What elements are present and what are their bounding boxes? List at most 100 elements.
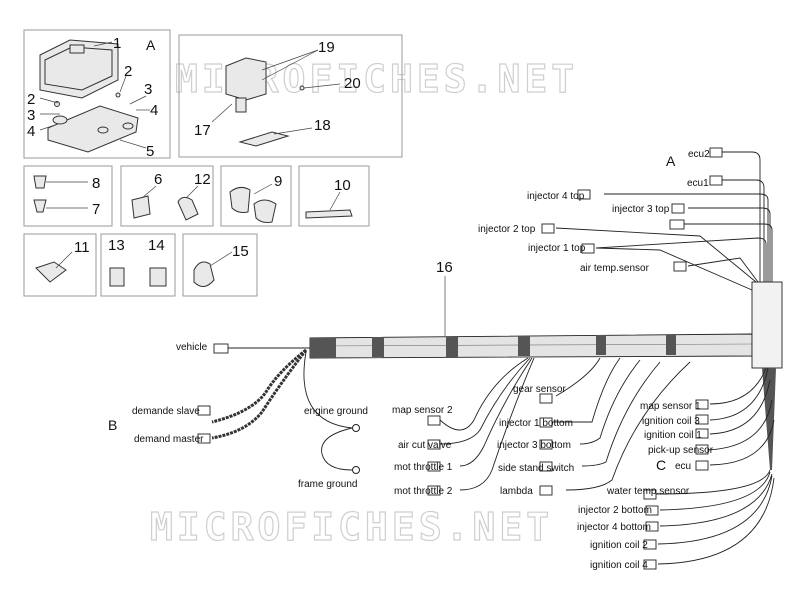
- connector-tag: [197, 405, 211, 416]
- connector-tag: [695, 399, 709, 410]
- label-pick-up-sensor: pick-up sensor: [648, 445, 714, 456]
- connector-labels: ecu2 ecu1 injector 4 top injector 3 top …: [132, 147, 723, 571]
- label-frame-ground: frame ground: [298, 479, 357, 490]
- connector-tag: [213, 343, 229, 354]
- top-branch-wires: [555, 151, 773, 291]
- label-injector-4-bottom: injector 4 bottom: [577, 522, 651, 533]
- panel-parts-7-8: 8 7: [23, 165, 113, 227]
- part-number-17: 17: [194, 122, 211, 139]
- connector-tag: [695, 428, 709, 439]
- connector-tag: [539, 461, 553, 472]
- connector-tag: [709, 175, 723, 186]
- connector-tag: [645, 505, 659, 516]
- connector-tag: [695, 414, 709, 425]
- part-number-3: 3: [27, 107, 35, 124]
- connector-tag: [539, 417, 553, 428]
- label-demande-slave: demande slave: [132, 406, 200, 417]
- label-ignition-coil-3: ignition coil 3: [642, 416, 700, 427]
- connector-tag: [197, 433, 211, 444]
- part-number-1: 1: [113, 35, 121, 52]
- bracket-illustration: [47, 105, 139, 153]
- panel-part-15: 15: [182, 233, 258, 297]
- panel-parts-6-12: 6 12: [120, 165, 214, 227]
- part-number-12: 12: [194, 171, 211, 188]
- part-number-19: 19: [318, 39, 335, 56]
- bottom-branch-wires: [439, 357, 691, 491]
- label-ignition-coil-2: ignition coil 2: [590, 540, 648, 551]
- part-number-15: 15: [232, 243, 249, 260]
- panel-parts-13-14: 13 14: [100, 233, 176, 297]
- watermark-bottom: MICROFICHES.NET: [150, 505, 553, 549]
- label-engine-ground: engine ground: [304, 406, 368, 417]
- label-map-sensor-2: map sensor 2: [392, 405, 453, 416]
- connector-tag: [673, 261, 687, 272]
- part-number-13: 13: [108, 237, 125, 254]
- section-letter-c: C: [656, 457, 666, 473]
- connector-tag: [581, 243, 595, 254]
- part-number-4: 4: [27, 123, 35, 140]
- label-demand-master: demand master: [134, 434, 204, 445]
- connector-tag: [709, 147, 723, 158]
- connector-tag: [427, 485, 441, 496]
- label-lambda: lambda: [500, 486, 533, 497]
- label-water-temp-sensor: water temp.sensor: [606, 486, 690, 497]
- label-mot-throttle-2: mot throttle 2: [394, 486, 453, 497]
- part-number-2: 2: [124, 63, 132, 80]
- label-gear-sensor: gear sensor: [513, 384, 566, 395]
- connector-tag: [643, 539, 657, 550]
- label-map-sensor-1: map sensor 1: [640, 401, 701, 412]
- main-harness: 16: [309, 259, 783, 470]
- label-ecu1: ecu1: [687, 178, 709, 189]
- left-branch-wires: B: [108, 347, 360, 474]
- label-air-cut-valve: air cut valve: [398, 440, 452, 451]
- label-injector-2-bottom: injector 2 bottom: [578, 505, 652, 516]
- part-number-7: 7: [92, 201, 100, 218]
- connector-tag: [645, 521, 659, 532]
- section-letter-a-right: A: [666, 153, 676, 169]
- label-injector-3-bottom: injector 3 bottom: [497, 440, 571, 451]
- connector-tag: [695, 444, 709, 455]
- connector-tag: [539, 485, 553, 496]
- part-number-2: 2: [27, 91, 35, 108]
- panel-ecu-assembly: 1 A 2 3 4 5 2 3 4: [23, 29, 171, 160]
- connector-tag: [427, 461, 441, 472]
- ecu-unit-illustration: [39, 39, 119, 99]
- part-number-4: 4: [150, 102, 158, 119]
- part-number-9: 9: [274, 173, 282, 190]
- label-side-stand-switch: side stand switch: [498, 463, 574, 474]
- connector-tag: [427, 439, 441, 450]
- label-ignition-coil-4: ignition coil 4: [590, 560, 648, 571]
- panel-part-11: 11: [23, 233, 97, 297]
- connector-tag: [643, 489, 657, 500]
- label-injector-1-bottom: injector 1 bottom: [499, 418, 573, 429]
- part-number-11: 11: [74, 239, 90, 256]
- part-number-3: 3: [144, 81, 152, 98]
- connector-tag: [427, 415, 441, 426]
- label-injector-1-top: injector 1 top: [528, 243, 586, 254]
- panel-part-9: 9: [220, 165, 292, 227]
- part-number-10: 10: [334, 177, 351, 194]
- section-letter-a: A: [146, 37, 156, 53]
- label-injector-3-top: injector 3 top: [612, 204, 670, 215]
- part-number-18: 18: [314, 117, 331, 134]
- part-number-14: 14: [148, 237, 165, 254]
- part-number-16: 16: [436, 259, 453, 276]
- section-letter-b: B: [108, 417, 117, 433]
- connector-tag: [643, 559, 657, 570]
- label-air-temp-sensor: air temp.sensor: [580, 263, 650, 274]
- part-number-6: 6: [154, 171, 162, 188]
- label-injector-2-top: injector 2 top: [478, 224, 536, 235]
- panel-sensor-mount: 19 20 17 18: [178, 34, 403, 158]
- label-ecu: ecu: [675, 461, 691, 472]
- label-ignition-coil-1: ignition coil 1: [644, 430, 702, 441]
- part-number-5: 5: [146, 143, 154, 160]
- connector-tag: [539, 439, 553, 450]
- connector-tag: [539, 393, 553, 404]
- connector-tag: [669, 219, 685, 230]
- connector-tag: [695, 460, 709, 471]
- connector-tag: [577, 189, 591, 200]
- part-number-20: 20: [344, 75, 361, 92]
- part-number-8: 8: [92, 175, 100, 192]
- label-vehicle: vehicle: [176, 342, 208, 353]
